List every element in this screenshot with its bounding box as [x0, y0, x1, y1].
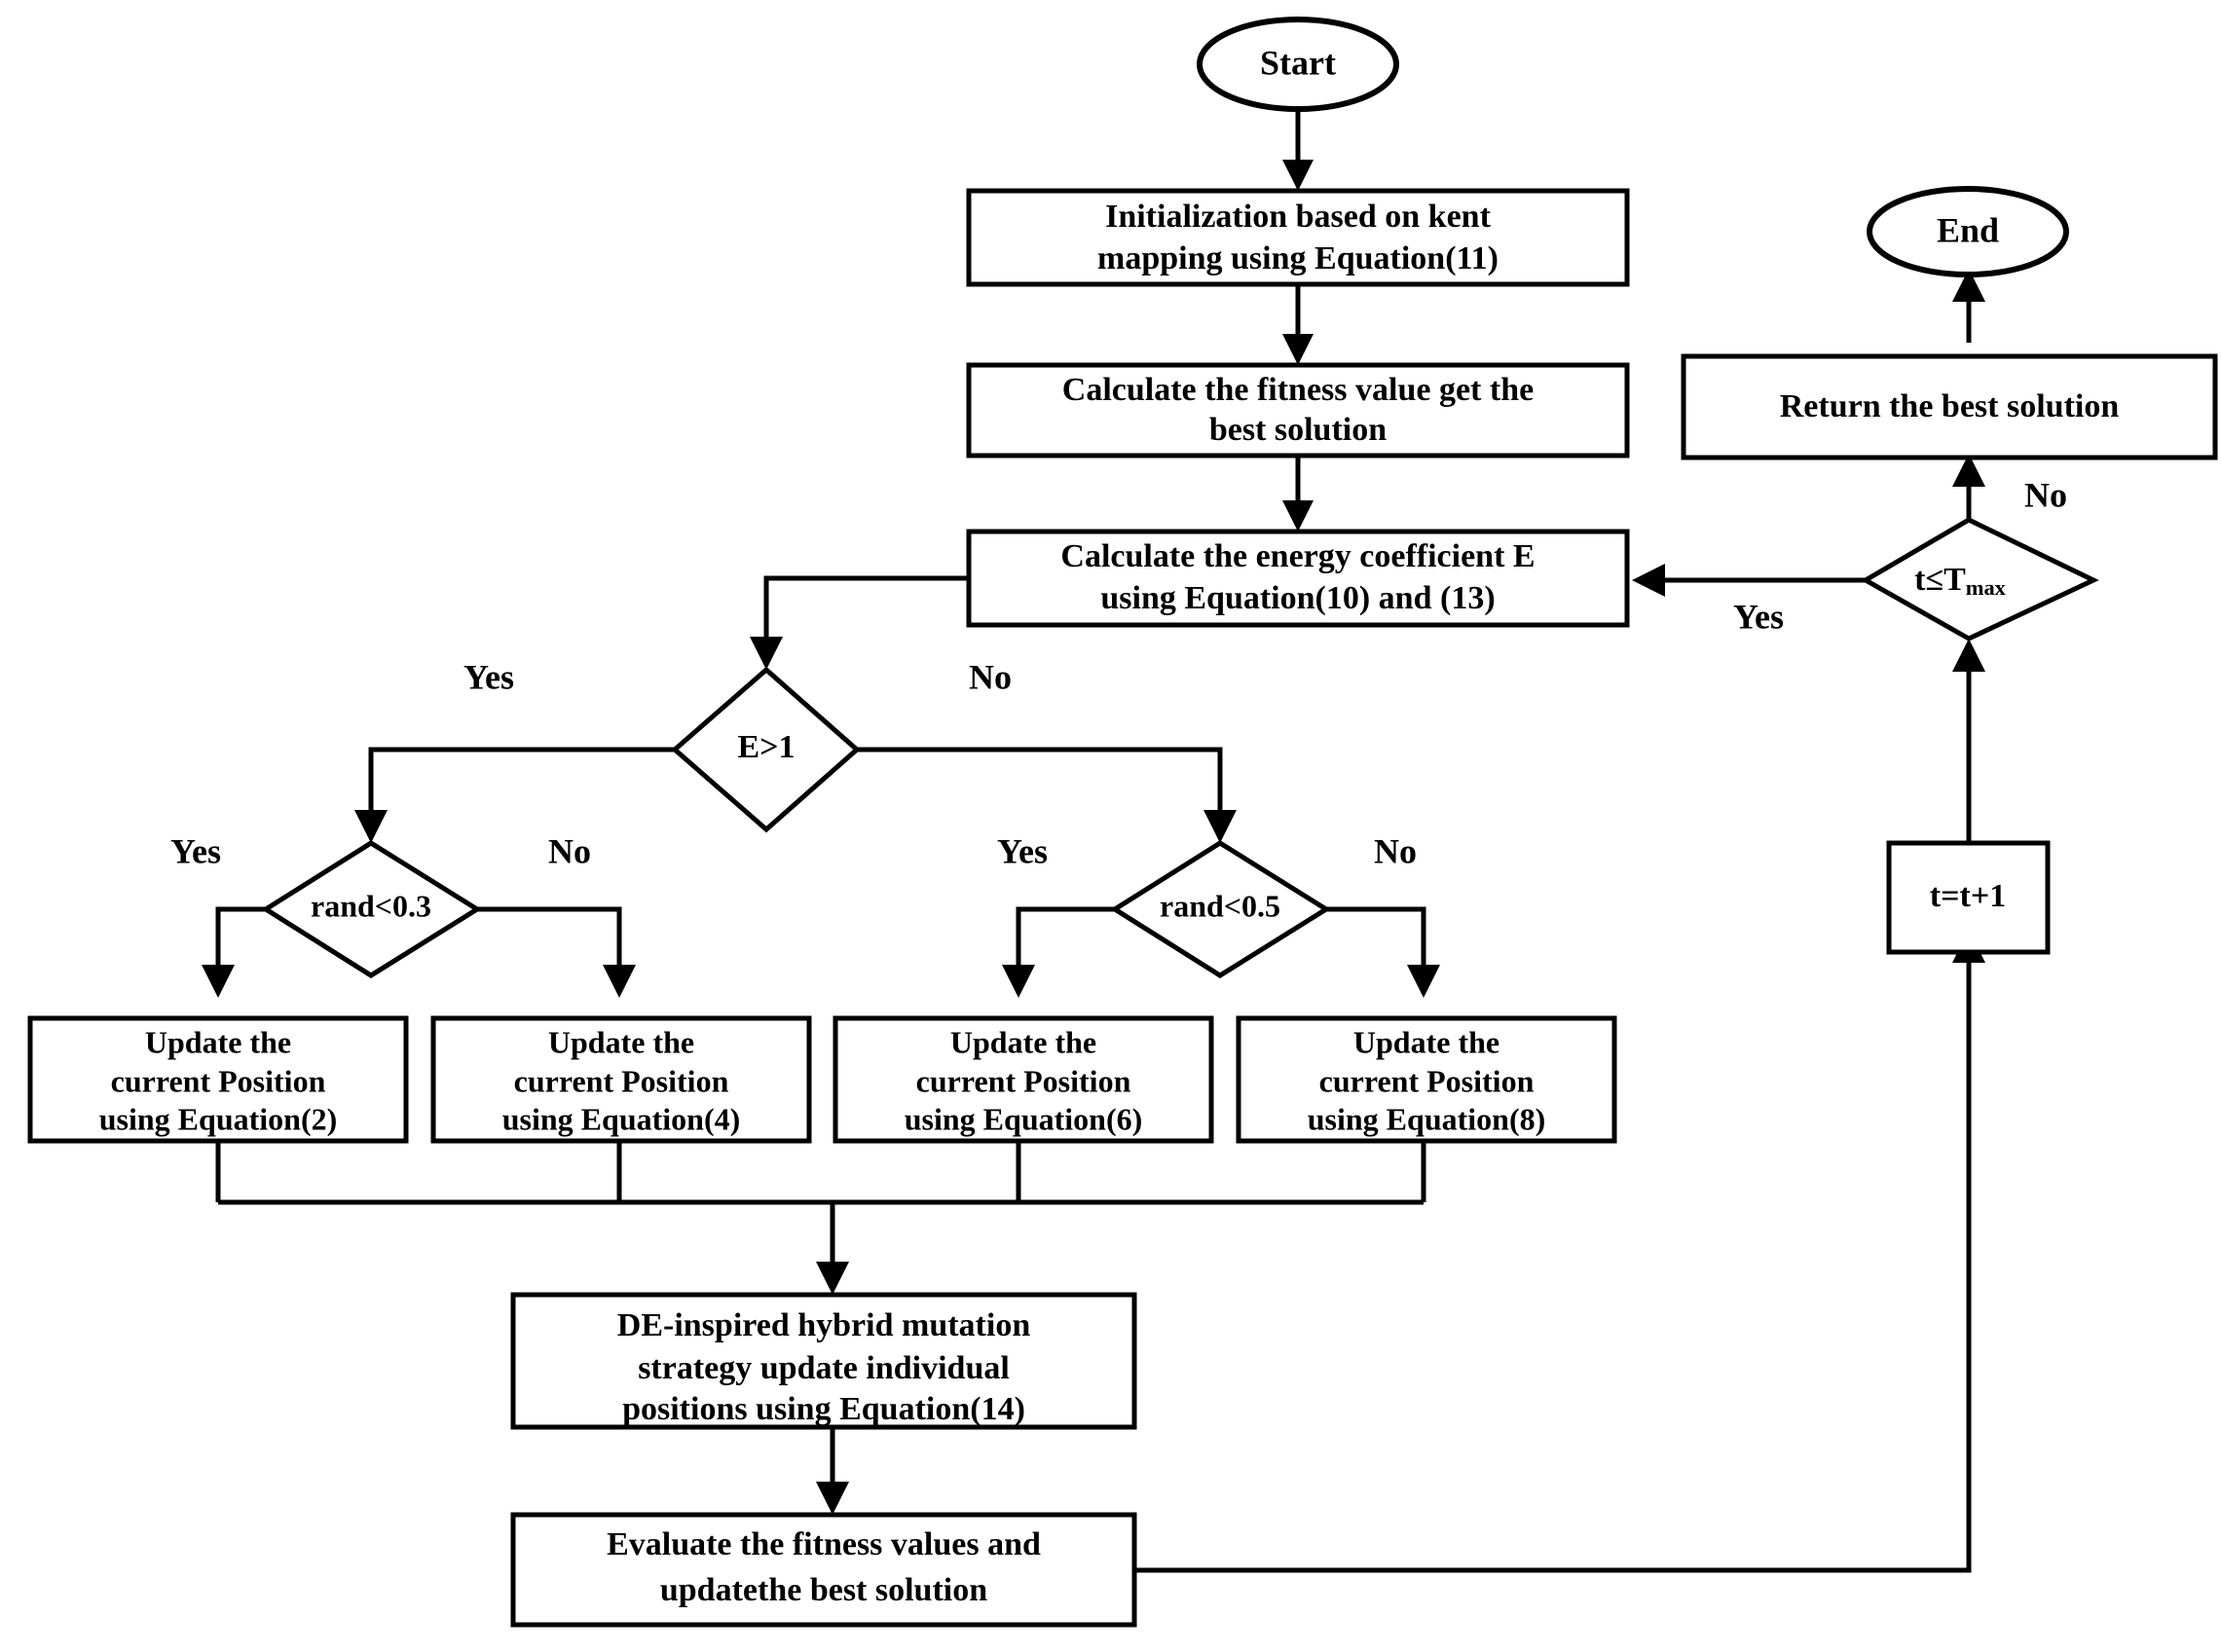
node-update-eq8[interactable]: Update the current Position using Equati…	[1236, 1015, 1617, 1144]
node-decision-rand-lt-03-label: rand<0.3	[311, 888, 431, 923]
node-increment-t[interactable]: t=t+1	[1886, 840, 2051, 955]
edge-label-tmax-yes: Yes	[1733, 597, 1784, 636]
edge-updates-merge-to-mutation	[215, 1141, 1426, 1295]
node-end[interactable]: End	[1867, 186, 2069, 277]
edge-decision-e-yes	[354, 747, 675, 843]
node-update-eq2[interactable]: Update the current Position using Equati…	[27, 1015, 409, 1144]
edge-label-e-yes: Yes	[463, 657, 514, 696]
node-energy-coefficient-line1: Calculate the energy coefficient E	[1060, 538, 1535, 574]
edge-start-to-init	[1282, 109, 1314, 191]
node-start-label: Start	[1260, 43, 1336, 82]
edge-rand-left-no	[477, 906, 636, 998]
node-de-mutation[interactable]: DE-inspired hybrid mutation strategy upd…	[510, 1292, 1137, 1430]
node-return-best-solution-label: Return the best solution	[1780, 388, 2120, 424]
node-update-eq4[interactable]: Update the current Position using Equati…	[430, 1015, 812, 1144]
node-decision-rand-lt-05[interactable]: rand<0.5	[1110, 840, 1331, 978]
edge-label-rand-left-no: No	[548, 831, 591, 870]
node-decision-t-le-tmax[interactable]: t≤Tmax	[1860, 517, 2099, 642]
node-de-mutation-line2: strategy update individual	[638, 1350, 1010, 1386]
edge-decision-e-no	[857, 747, 1237, 843]
node-initialization-line2: mapping using Equation(11)	[1097, 240, 1499, 276]
node-update-eq2-line3: using Equation(2)	[99, 1101, 338, 1136]
edge-fitness-to-energy	[1282, 456, 1314, 532]
node-evaluate-fitness[interactable]: Evaluate the fitness values and updateth…	[510, 1512, 1137, 1628]
node-update-eq6-line3: using Equation(6)	[905, 1101, 1143, 1136]
node-energy-coefficient[interactable]: Calculate the energy coefficient E using…	[966, 529, 1630, 628]
node-calculate-fitness-line1: Calculate the fitness value get the	[1062, 372, 1534, 408]
node-decision-t-le-tmax-label: t≤Tmax	[1914, 562, 2007, 600]
node-update-eq2-line2: current Position	[111, 1063, 326, 1098]
edge-mutation-to-evaluate	[816, 1427, 849, 1515]
node-increment-t-label: t=t+1	[1930, 878, 2006, 914]
node-decision-energy-label: E>1	[737, 729, 795, 765]
edge-energy-to-decision-e	[750, 575, 969, 670]
node-update-eq6-line1: Update the	[950, 1024, 1096, 1059]
node-update-eq2-line1: Update the	[145, 1024, 291, 1059]
node-de-mutation-line3: positions using Equation(14)	[622, 1391, 1025, 1427]
edge-label-rand-left-yes: Yes	[170, 831, 221, 870]
node-return-best-solution[interactable]: Return the best solution	[1681, 353, 2218, 460]
edge-label-rand-right-yes: Yes	[997, 831, 1048, 870]
node-de-mutation-line1: DE-inspired hybrid mutation	[617, 1307, 1031, 1343]
node-update-eq8-line3: using Equation(8)	[1308, 1101, 1546, 1136]
node-calculate-fitness[interactable]: Calculate the fitness value get the best…	[966, 362, 1630, 459]
node-start[interactable]: Start	[1197, 17, 1399, 112]
node-update-eq6[interactable]: Update the current Position using Equati…	[833, 1015, 1214, 1144]
edge-rand-left-yes	[202, 906, 266, 998]
node-decision-rand-lt-05-label: rand<0.5	[1160, 888, 1280, 923]
node-update-eq4-line3: using Equation(4)	[502, 1101, 741, 1136]
edge-label-rand-right-no: No	[1374, 831, 1417, 870]
edge-increment-to-decision-tmax	[1952, 639, 1985, 843]
node-initialization-line1: Initialization based on kent	[1105, 199, 1491, 235]
node-update-eq8-line1: Update the	[1353, 1024, 1499, 1059]
node-calculate-fitness-line2: best solution	[1209, 412, 1387, 448]
node-update-eq4-line1: Update the	[548, 1024, 694, 1059]
node-initialization[interactable]: Initialization based on kent mapping usi…	[966, 188, 1630, 287]
edge-init-to-fitness	[1282, 284, 1314, 365]
edge-label-e-no: No	[969, 657, 1012, 696]
node-energy-coefficient-line2: using Equation(10) and (13)	[1100, 580, 1495, 616]
edge-decision-tmax-no	[1952, 454, 1985, 520]
node-decision-rand-lt-03[interactable]: rand<0.3	[261, 840, 482, 978]
node-evaluate-fitness-line1: Evaluate the fitness values and	[607, 1526, 1041, 1562]
node-end-label: End	[1937, 210, 1999, 249]
edge-label-tmax-no: No	[2024, 475, 2067, 514]
node-decision-energy-gt-1[interactable]: E>1	[671, 666, 861, 833]
edge-decision-tmax-yes	[1632, 564, 1866, 597]
node-update-eq4-line2: current Position	[514, 1063, 729, 1098]
node-update-eq6-line2: current Position	[916, 1063, 1131, 1098]
node-update-eq8-line2: current Position	[1319, 1063, 1535, 1098]
edge-return-to-end	[1952, 269, 1985, 343]
node-evaluate-fitness-line2: updatethe best solution	[660, 1572, 987, 1608]
edge-rand-right-no	[1326, 906, 1440, 998]
edge-rand-right-yes	[1002, 906, 1115, 998]
